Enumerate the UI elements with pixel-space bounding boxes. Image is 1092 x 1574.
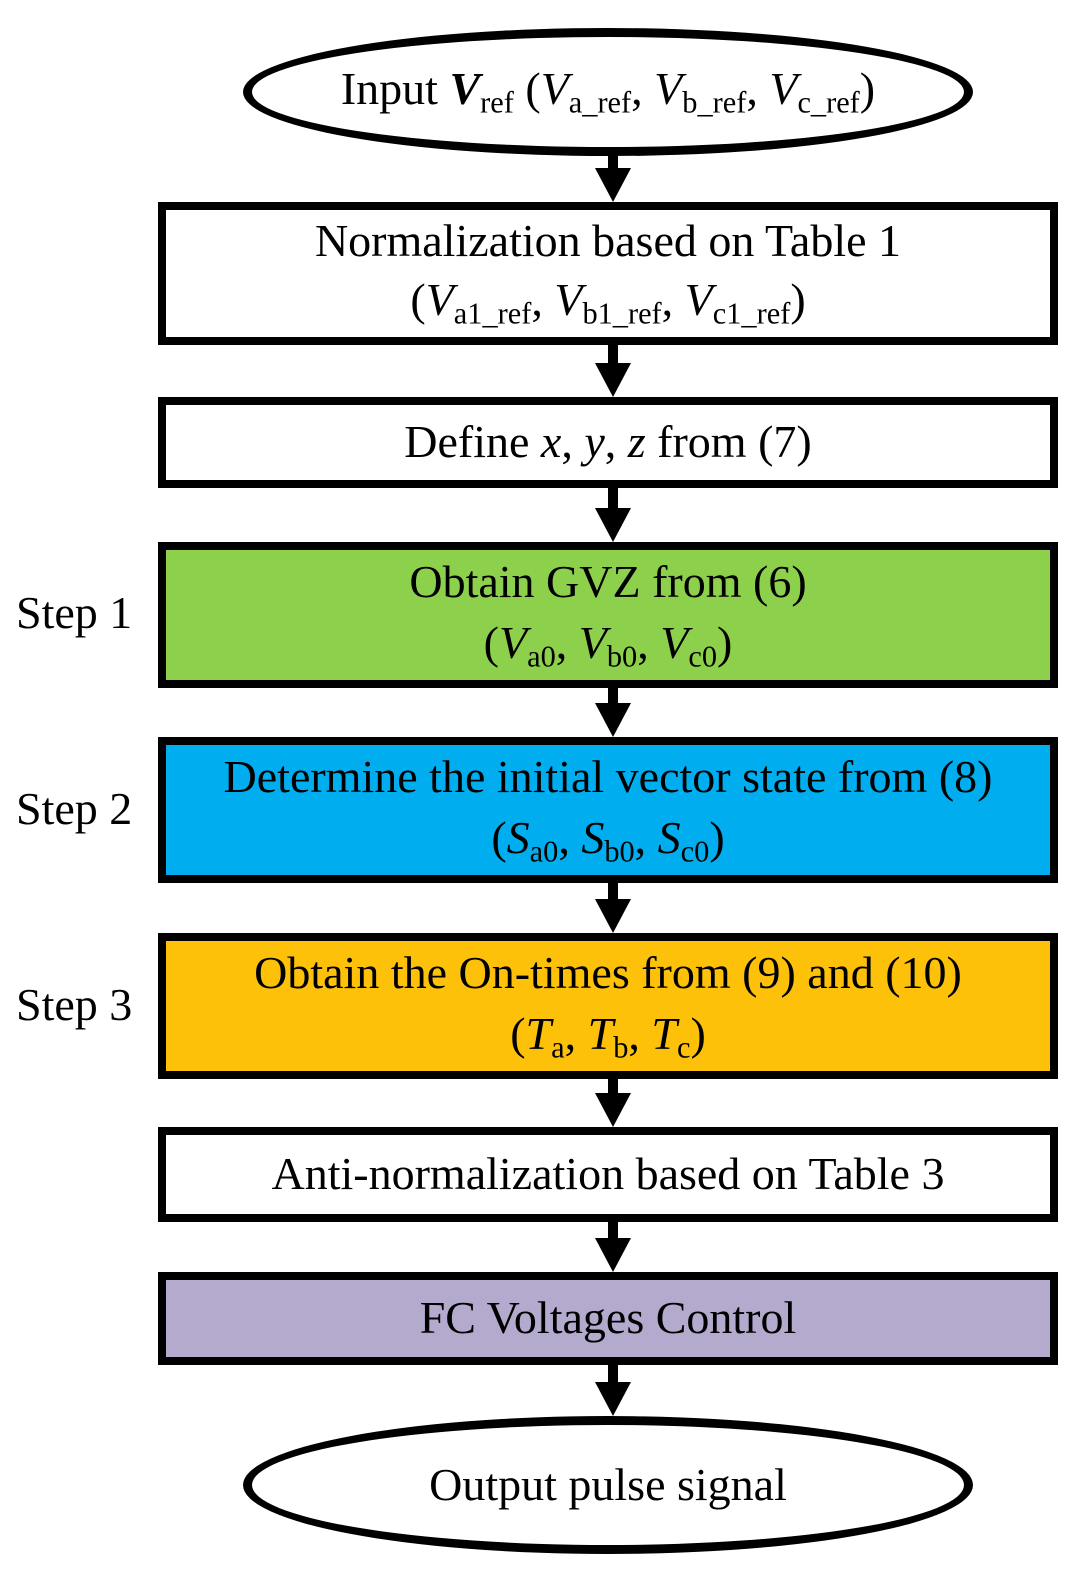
process-box-initial-vector: Determine the initial vector state from … — [158, 737, 1058, 883]
process-box-normalization: Normalization based on Table 1 (Va1_ref,… — [158, 202, 1058, 345]
process-box-obtain-gvz: Obtain GVZ from (6) (Va0, Vb0, Vc0) — [158, 542, 1058, 688]
on-times-title: Obtain the On-times from (9) and (10) — [254, 946, 962, 998]
flow-arrow-down-icon — [591, 153, 635, 202]
flow-arrow-down-icon — [591, 1222, 635, 1272]
anti-normalization-label: Anti-normalization based on Table 3 — [271, 1148, 945, 1200]
initial-vector-title: Determine the initial vector state from … — [223, 750, 993, 802]
flow-arrow-down-icon — [591, 345, 635, 397]
process-box-anti-normalization: Anti-normalization based on Table 3 — [158, 1127, 1058, 1222]
flow-arrow-down-icon — [591, 883, 635, 933]
flow-arrow-down-icon — [591, 1079, 635, 1127]
start-ellipse-label: Input Vref (Va_ref, Vb_ref, Vc_ref) — [340, 63, 876, 120]
flow-arrow-down-icon — [591, 688, 635, 737]
flow-arrow-down-icon — [591, 488, 635, 542]
process-box-on-times: Obtain the On-times from (9) and (10) (T… — [158, 933, 1058, 1079]
start-ellipse-input: Input Vref (Va_ref, Vb_ref, Vc_ref) — [243, 28, 973, 156]
end-ellipse-output: Output pulse signal — [243, 1416, 973, 1554]
normalization-title: Normalization based on Table 1 — [314, 215, 902, 267]
flow-arrow-down-icon — [591, 1365, 635, 1416]
initial-vector-variables: (Sa0, Sb0, Sc0) — [491, 811, 725, 869]
process-box-define-xyz: Define x, y, z from (7) — [158, 397, 1058, 488]
define-xyz-label: Define x, y, z from (7) — [404, 416, 812, 468]
normalization-variables: (Va1_ref, Vb1_ref, Vc1_ref) — [410, 274, 806, 331]
step-2-label: Step 2 — [16, 783, 133, 834]
on-times-variables: (Ta, Tb, Tc) — [510, 1007, 706, 1065]
step-1-label: Step 1 — [16, 587, 133, 638]
end-ellipse-label: Output pulse signal — [429, 1458, 787, 1510]
fc-voltages-control-label: FC Voltages Control — [419, 1292, 797, 1344]
process-box-fc-voltages-control: FC Voltages Control — [158, 1272, 1058, 1365]
obtain-gvz-title: Obtain GVZ from (6) — [409, 555, 807, 607]
step-3-label: Step 3 — [16, 979, 133, 1030]
obtain-gvz-variables: (Va0, Vb0, Vc0) — [483, 616, 733, 674]
